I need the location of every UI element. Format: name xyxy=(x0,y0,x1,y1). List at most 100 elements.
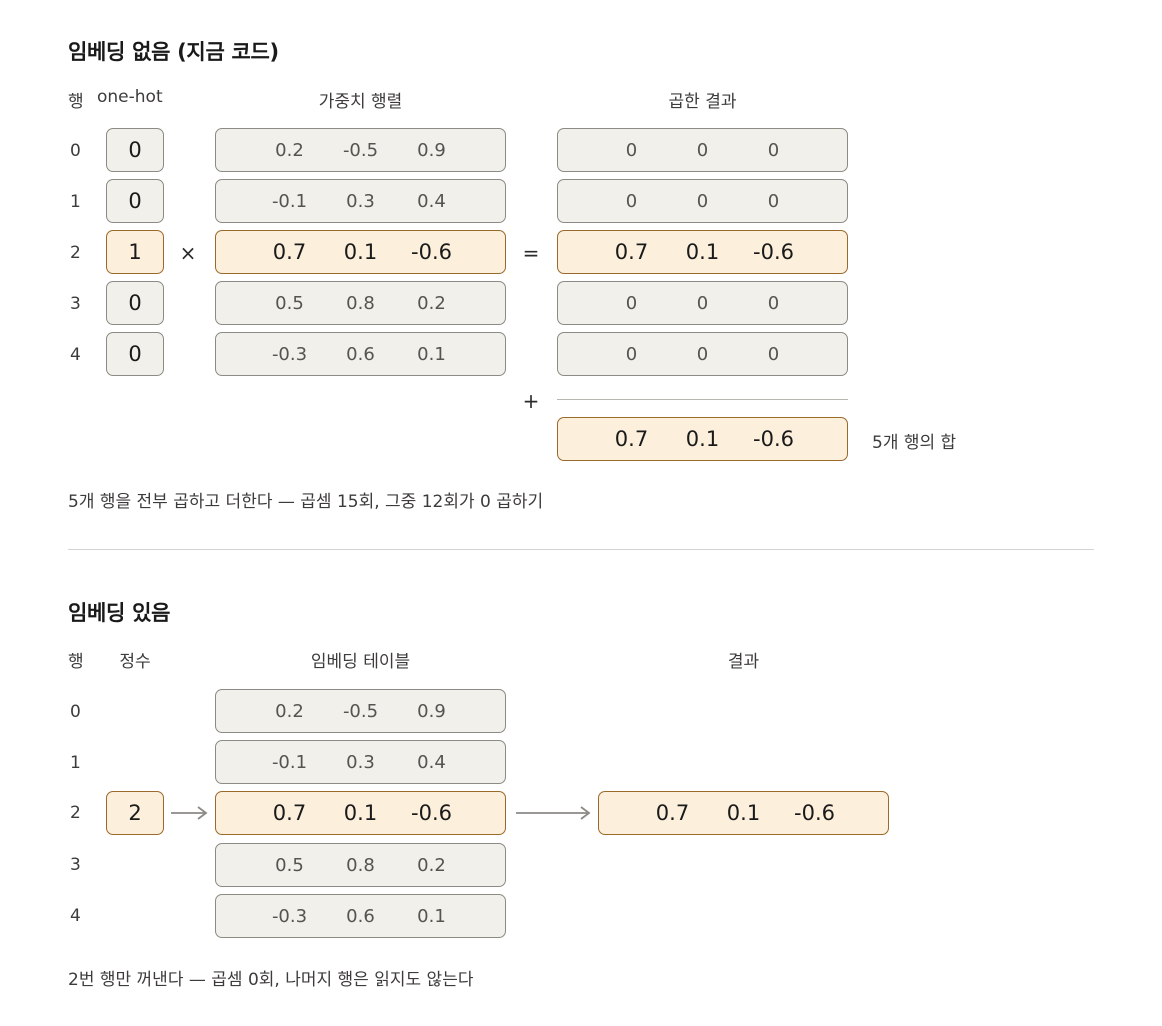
product-value: 0 xyxy=(625,343,638,365)
section1-product-header: 곱한 결과 xyxy=(668,92,737,112)
section-divider xyxy=(68,549,1094,550)
weight-row-active: 0.7 0.1 -0.6 xyxy=(215,230,506,274)
row-label: 0 xyxy=(70,702,81,722)
weight-value: -0.6 xyxy=(411,240,452,264)
embedding-value: -0.3 xyxy=(271,905,308,927)
embedding-value: 0.1 xyxy=(417,905,446,927)
weight-row: -0.3 0.6 0.1 xyxy=(215,332,506,376)
result-row: 0.7 0.1 -0.6 xyxy=(598,791,889,835)
lookup-arrow-icon xyxy=(171,806,208,820)
weight-value: -0.5 xyxy=(342,139,379,161)
weight-value: 0.1 xyxy=(417,343,446,365)
weight-value: -0.3 xyxy=(271,343,308,365)
embedding-value: -0.1 xyxy=(271,751,308,773)
embedding-value: 0.5 xyxy=(275,854,304,876)
weight-value: 0.9 xyxy=(417,139,446,161)
row-label: 1 xyxy=(70,192,81,212)
row-label: 1 xyxy=(70,753,81,773)
embedding-value: 0.8 xyxy=(346,854,375,876)
weight-value: 0.2 xyxy=(275,139,304,161)
product-row-active: 0.7 0.1 -0.6 xyxy=(557,230,848,274)
section2-title: 임베딩 있음 xyxy=(68,601,171,625)
weight-value: 0.4 xyxy=(417,190,446,212)
row-label: 0 xyxy=(70,141,81,161)
row-label: 3 xyxy=(70,294,81,314)
section2-table-header: 임베딩 테이블 xyxy=(310,652,411,672)
product-value: 0 xyxy=(696,292,709,314)
product-value: 0.1 xyxy=(685,240,720,264)
product-row: 0 0 0 xyxy=(557,281,848,325)
embedding-value: 0.2 xyxy=(275,700,304,722)
embedding-value: 0.2 xyxy=(417,854,446,876)
product-value: 0 xyxy=(767,343,780,365)
sum-value: -0.6 xyxy=(753,427,794,451)
onehot-cell: 0 xyxy=(106,332,164,376)
weight-value: -0.1 xyxy=(271,190,308,212)
row-label: 4 xyxy=(70,906,81,926)
embedding-value: -0.5 xyxy=(342,700,379,722)
embedding-value: 0.6 xyxy=(346,905,375,927)
sum-value: 0.1 xyxy=(685,427,720,451)
weight-value: 0.8 xyxy=(346,292,375,314)
product-value: 0 xyxy=(696,343,709,365)
row-label: 2 xyxy=(70,243,81,263)
product-value: 0 xyxy=(625,292,638,314)
onehot-cell: 0 xyxy=(106,128,164,172)
product-row: 0 0 0 xyxy=(557,128,848,172)
equals-sign: = xyxy=(522,241,540,265)
weight-value: 0.7 xyxy=(272,240,307,264)
embedding-row: -0.1 0.3 0.4 xyxy=(215,740,506,784)
product-value: 0 xyxy=(696,190,709,212)
result-value: -0.6 xyxy=(794,801,835,825)
section1-caption: 5개 행을 전부 곱하고 더한다 — 곱셈 15회, 그중 12회가 0 곱하기 xyxy=(68,492,544,512)
section2-caption: 2번 행만 꺼낸다 — 곱셈 0회, 나머지 행은 읽지도 않는다 xyxy=(68,970,474,990)
product-value: 0 xyxy=(696,139,709,161)
product-value: 0 xyxy=(767,139,780,161)
weight-value: 0.3 xyxy=(346,190,375,212)
product-row: 0 0 0 xyxy=(557,179,848,223)
product-value: 0 xyxy=(767,292,780,314)
sum-label: 5개 행의 합 xyxy=(872,433,957,453)
embedding-value: -0.6 xyxy=(411,801,452,825)
embedding-value: 0.1 xyxy=(343,801,378,825)
embedding-row: 0.2 -0.5 0.9 xyxy=(215,689,506,733)
product-row: 0 0 0 xyxy=(557,332,848,376)
sum-value: 0.7 xyxy=(614,427,649,451)
embedding-row: 0.5 0.8 0.2 xyxy=(215,843,506,887)
onehot-cell: 0 xyxy=(106,281,164,325)
section1-onehot-header: one-hot xyxy=(97,87,163,107)
result-value: 0.7 xyxy=(655,801,690,825)
weight-value: 0.1 xyxy=(343,240,378,264)
embedding-value: 0.9 xyxy=(417,700,446,722)
weight-value: 0.2 xyxy=(417,292,446,314)
product-value: 0 xyxy=(767,190,780,212)
embedding-row-active: 0.7 0.1 -0.6 xyxy=(215,791,506,835)
sum-row: 0.7 0.1 -0.6 xyxy=(557,417,848,461)
product-value: 0 xyxy=(625,190,638,212)
times-sign: × xyxy=(179,241,197,265)
section2-integer-header: 정수 xyxy=(119,652,151,672)
weight-value: 0.5 xyxy=(275,292,304,314)
weight-row: 0.5 0.8 0.2 xyxy=(215,281,506,325)
embedding-row: -0.3 0.6 0.1 xyxy=(215,894,506,938)
product-value: 0 xyxy=(625,139,638,161)
sum-divider xyxy=(557,399,848,400)
row-label: 3 xyxy=(70,855,81,875)
result-value: 0.1 xyxy=(726,801,761,825)
weight-row: -0.1 0.3 0.4 xyxy=(215,179,506,223)
product-value: 0.7 xyxy=(614,240,649,264)
index-cell: 2 xyxy=(106,791,164,835)
row-label: 2 xyxy=(70,803,81,823)
embedding-value: 0.7 xyxy=(272,801,307,825)
embedding-value: 0.4 xyxy=(417,751,446,773)
onehot-cell-active: 1 xyxy=(106,230,164,274)
section1-row-header: 행 xyxy=(68,92,84,112)
section1-title: 임베딩 없음 (지금 코드) xyxy=(68,40,279,64)
section1-weights-header: 가중치 행렬 xyxy=(318,92,403,112)
product-value: -0.6 xyxy=(753,240,794,264)
onehot-cell: 0 xyxy=(106,179,164,223)
section2-result-header: 결과 xyxy=(727,652,760,672)
plus-sign: + xyxy=(522,389,540,413)
section2-row-header: 행 xyxy=(68,652,84,672)
output-arrow-icon xyxy=(516,806,591,820)
